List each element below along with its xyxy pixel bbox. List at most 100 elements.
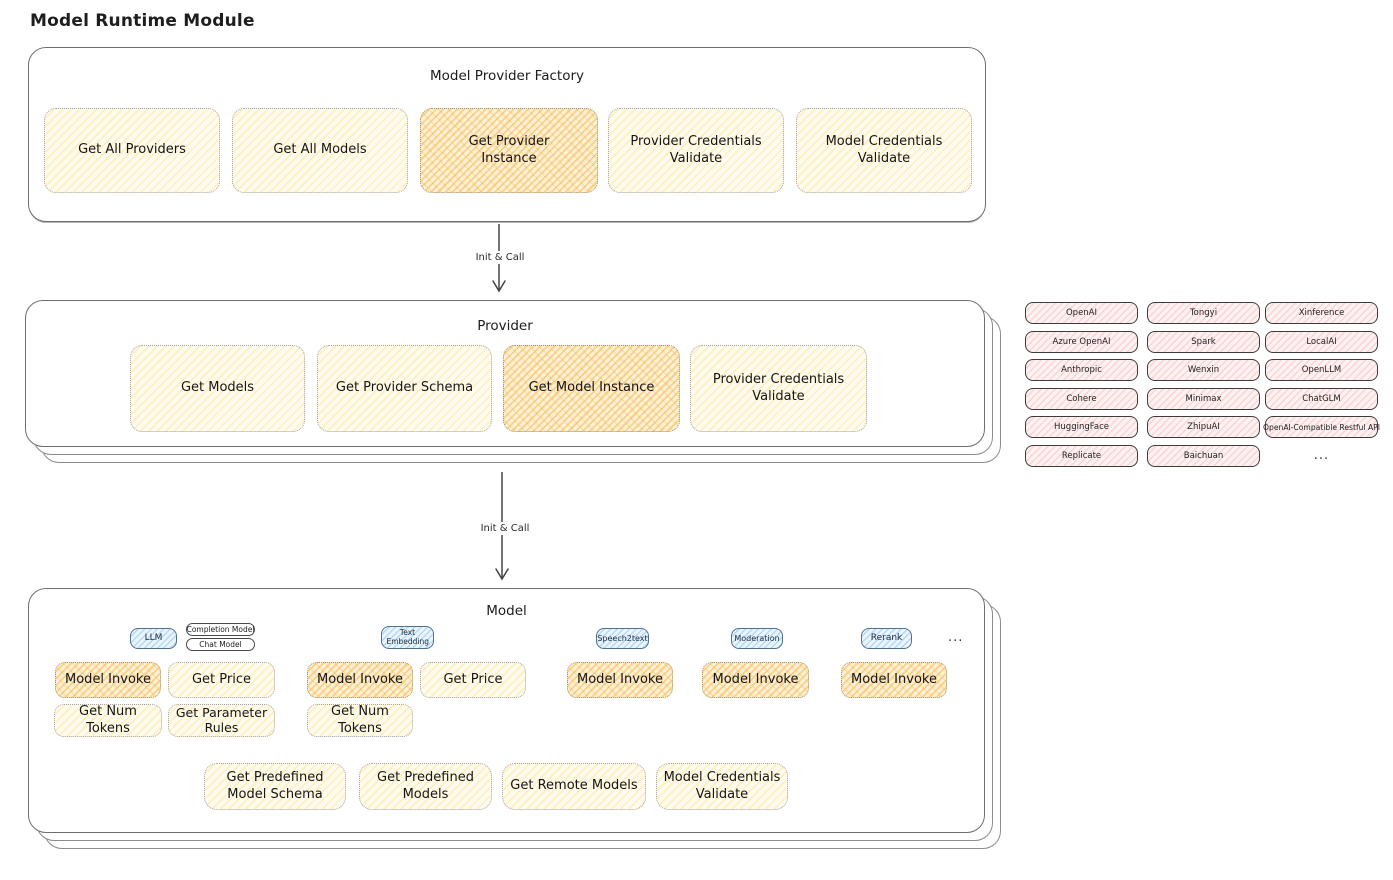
factory-box-label: Get All Models [273,142,367,158]
provider-chip-chatglm: ChatGLM [1265,388,1378,410]
model-tabs-ellipsis: ... [948,630,964,645]
chip-label: Baichuan [1183,451,1224,461]
provider-chip-openllm: OpenLLM [1265,359,1378,381]
action-label: Get Num Tokens [331,704,389,736]
provider-chip-openai: OpenAI [1025,302,1138,324]
llm-get-parameter-rules-box: Get Parameter Rules [168,704,275,737]
chip-label: Spark [1191,337,1216,347]
tab-label: Completion Model [186,625,255,634]
provider-chip-openai-compatible: OpenAI-Compatible Restful API [1263,416,1380,438]
get-remote-models-box: Get Remote Models [502,763,646,810]
provider-chip-azure-openai: Azure OpenAI [1025,331,1138,353]
tab-label: Rerank [870,633,903,644]
provider-chip-zhipuai: ZhipuAI [1147,416,1260,438]
provider-chip-spark: Spark [1147,331,1260,353]
provider-box-get-model-instance: Get Model Instance [503,345,680,432]
action-label: Get Num Tokens [79,704,137,736]
get-predefined-model-schema-box: Get Predefined Model Schema [204,763,346,810]
factory-box-get-all-models: Get All Models [232,108,408,193]
provider-box-get-models: Get Models [130,345,305,432]
tab-moderation: Moderation [731,628,783,649]
provider-chip-huggingface: HuggingFace [1025,416,1138,438]
factory-box-label: Get All Providers [78,142,186,158]
action-label: Get Price [443,671,503,687]
init-call-label-2: Init & Call [474,522,536,535]
provider-chip-xinference: Xinference [1265,302,1378,324]
chip-label: ChatGLM [1302,394,1341,404]
diagram-title: Model Runtime Module [30,11,255,31]
tab-text-embedding: Text Embedding [381,626,434,649]
provider-grid-ellipsis: ... [1313,448,1330,463]
action-label: Get Parameter Rules [175,705,268,735]
action-label: Get Predefined Model Schema [226,770,324,802]
factory-box-model-credentials-validate: Model Credentials Validate [796,108,972,193]
chip-label: HuggingFace [1054,422,1109,432]
provider-chip-cohere: Cohere [1025,388,1138,410]
provider-chip-replicate: Replicate [1025,445,1138,467]
action-label: Model Invoke [577,671,663,687]
text-embedding-get-num-tokens-box: Get Num Tokens [307,704,413,737]
action-label: Model Invoke [317,671,403,687]
chip-label: Anthropic [1061,365,1102,375]
chip-label: LocalAI [1306,337,1337,347]
tab-chat-model: Chat Model [186,638,255,651]
chip-label: Minimax [1185,394,1222,404]
llm-get-num-tokens-box: Get Num Tokens [54,704,162,737]
provider-box-label: Get Provider Schema [335,380,474,396]
chip-label: Wenxin [1187,365,1220,375]
tab-llm: LLM [130,628,177,649]
chip-label: Azure OpenAI [1052,337,1111,347]
text-embedding-get-price-box: Get Price [420,662,526,698]
provider-chip-tongyi: Tongyi [1147,302,1260,324]
tab-label: Moderation [734,633,780,643]
action-label: Model Credentials Validate [663,770,781,802]
tab-label: Text Embedding [386,627,430,646]
chip-label: Cohere [1066,394,1097,404]
action-label: Get Predefined Models [377,770,474,802]
llm-get-price-box: Get Price [168,662,275,698]
provider-chip-localai: LocalAI [1265,331,1378,353]
model-credentials-validate-box: Model Credentials Validate [656,763,788,810]
tab-speech2text: Speech2text [596,628,649,649]
action-label: Get Remote Models [510,778,638,794]
provider-title: Provider [477,318,533,334]
action-label: Model Invoke [712,671,799,687]
text-embedding-model-invoke-box: Model Invoke [307,662,413,698]
provider-box-label: Provider Credentials Validate [712,372,845,404]
provider-chip-baichuan: Baichuan [1147,445,1260,467]
chip-label: OpenLLM [1301,365,1342,375]
llm-model-invoke-box: Model Invoke [55,662,161,698]
factory-box-label: Provider Credentials Validate [630,134,762,166]
moderation-model-invoke-box: Model Invoke [702,662,809,698]
factory-box-label: Get Provider Instance [468,134,550,166]
provider-chip-minimax: Minimax [1147,388,1260,410]
init-call-label-1: Init & Call [469,251,531,264]
tab-label: Chat Model [199,640,242,649]
get-predefined-models-box: Get Predefined Models [359,763,492,810]
factory-box-get-provider-instance: Get Provider Instance [420,108,598,193]
provider-box-label: Get Models [180,380,255,396]
tab-label: LLM [144,633,163,644]
model-title: Model [486,603,527,619]
factory-box-get-all-providers: Get All Providers [44,108,220,193]
tab-completion-model: Completion Model [186,623,255,636]
factory-title: Model Provider Factory [429,68,584,84]
action-label: Model Invoke [65,671,151,687]
factory-box-label: Model Credentials Validate [825,134,943,166]
rerank-model-invoke-box: Model Invoke [841,662,947,698]
chip-label: OpenAI [1065,308,1098,318]
action-label: Get Price [191,671,251,687]
factory-box-provider-credentials-validate: Provider Credentials Validate [608,108,784,193]
tab-rerank: Rerank [861,628,912,649]
chip-label: Replicate [1061,451,1102,461]
provider-box-provider-credentials-validate: Provider Credentials Validate [690,345,867,432]
provider-chip-wenxin: Wenxin [1147,359,1260,381]
chip-label: ZhipuAI [1187,422,1220,432]
action-label: Model Invoke [851,671,937,687]
chip-label: Tongyi [1189,308,1218,318]
provider-chip-anthropic: Anthropic [1025,359,1138,381]
chip-label: Xinference [1298,308,1345,318]
speech2text-model-invoke-box: Model Invoke [567,662,673,698]
chip-label: OpenAI-Compatible Restful API [1263,422,1380,432]
provider-box-label: Get Model Instance [528,380,655,396]
